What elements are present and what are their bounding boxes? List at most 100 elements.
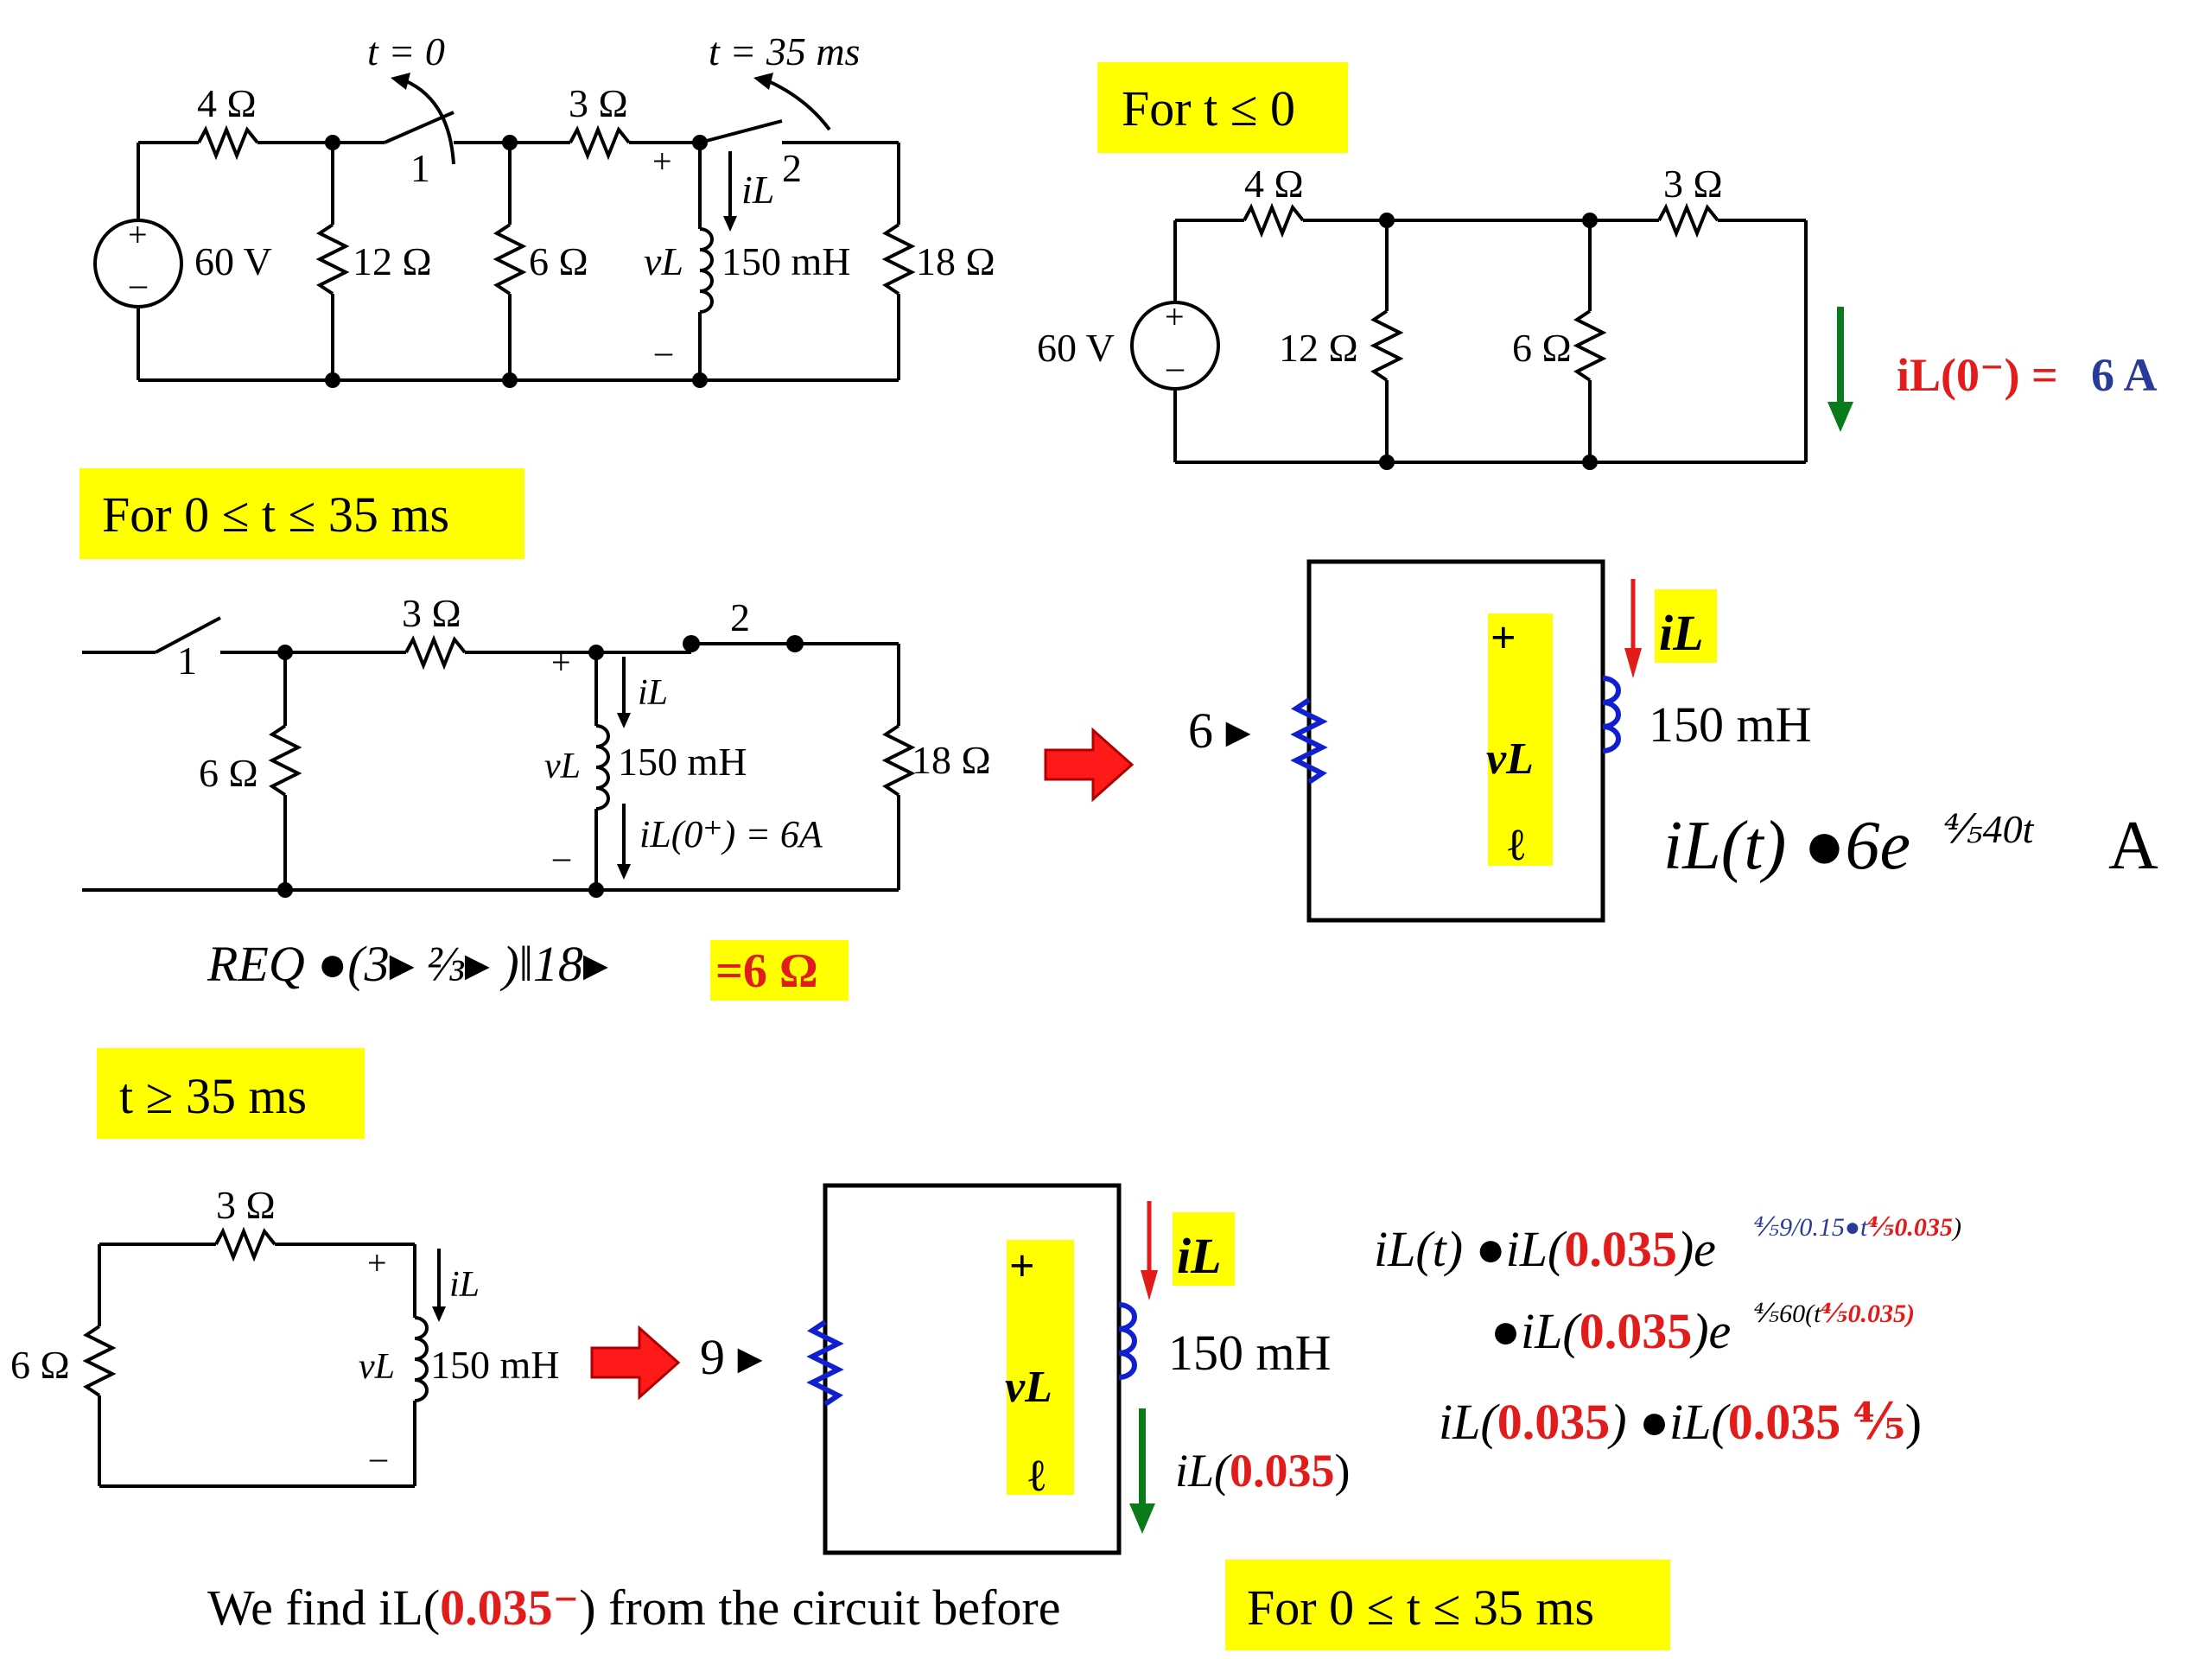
mid-heading: For 0 ≤ t ≤ 35 ms bbox=[102, 486, 449, 543]
r4-label: 4 Ω bbox=[197, 81, 257, 125]
late-rl-resistor-label: 9 ▸ bbox=[700, 1329, 763, 1385]
footer-text-post: ) from the circuit before bbox=[579, 1580, 1060, 1636]
mid-vL-label: vL bbox=[544, 747, 581, 786]
source-minus: – bbox=[129, 264, 148, 303]
late-arrow-label-pre: iL( bbox=[1175, 1445, 1232, 1497]
switch1-time-label: t = 0 bbox=[367, 29, 445, 73]
inductor-label: 150 mH bbox=[721, 239, 851, 283]
late-rl-circuit bbox=[823, 1183, 1122, 1555]
eq3-post: ) bbox=[1905, 1394, 1922, 1450]
mid-solution-exponent: ⅘40t bbox=[1944, 807, 2035, 851]
late-vL-box bbox=[1007, 1240, 1074, 1495]
late-arrow-label-post: ) bbox=[1335, 1445, 1351, 1497]
mid-solution: iL(t) ●6e bbox=[1663, 808, 1910, 884]
r18-label: 18 Ω bbox=[916, 239, 995, 283]
mid-iL-label: iL bbox=[638, 673, 668, 713]
late-iL-arrowhead bbox=[432, 1306, 446, 1322]
late-rl-current-arrow-red bbox=[1141, 1201, 1158, 1300]
mid-rl-circuit bbox=[1306, 559, 1605, 923]
late-heading-box bbox=[97, 1048, 365, 1139]
switch1-pos-label: 1 bbox=[410, 146, 430, 190]
mid-initial-label: iL(0⁺) = 6A bbox=[639, 813, 823, 855]
svg-text:iL(0.035): iL(0.035) bbox=[1175, 1445, 1351, 1497]
late-arrow-label: iL(0.035) bbox=[1175, 1445, 1351, 1497]
t-le-0-source-label: 60 V bbox=[1037, 326, 1115, 370]
equivalent-arrow-1 bbox=[1044, 727, 1135, 803]
mid-inductor-label: 150 mH bbox=[618, 740, 747, 784]
r3-label: 3 Ω bbox=[569, 81, 628, 125]
late-inductor-label: 150 mH bbox=[430, 1343, 560, 1387]
late-vL-plus: + bbox=[367, 1243, 387, 1282]
t-le-0-nodes bbox=[1379, 213, 1598, 470]
svg-text:●iL(0.035)e: ●iL(0.035)e bbox=[1491, 1303, 1731, 1359]
mid-vL-plus: + bbox=[551, 643, 571, 682]
late-rl-plus: + bbox=[1009, 1242, 1035, 1291]
req-result-box bbox=[710, 940, 849, 1001]
late-r3-label: 3 Ω bbox=[216, 1183, 276, 1227]
t-le-0-source-plus: + bbox=[1165, 297, 1185, 336]
mid-pos2-label: 2 bbox=[730, 595, 750, 639]
late-rl-resistor bbox=[806, 1319, 844, 1407]
eq3-pre: iL( bbox=[1439, 1394, 1500, 1450]
t-le-0-source-minus: – bbox=[1166, 347, 1185, 386]
t-le-0-heading-box bbox=[1097, 62, 1348, 153]
svg-text:iL(t) ●iL(0.035)e: iL(t) ●iL(0.035)e bbox=[1374, 1221, 1716, 1277]
mid-rl-minus: ℓ bbox=[1508, 821, 1525, 870]
equivalent-arrow-2 bbox=[590, 1325, 681, 1401]
mid-r18-label: 18 Ω bbox=[912, 738, 991, 782]
t-le-0-r3-label: 3 Ω bbox=[1663, 162, 1723, 206]
initial-current-label: iL(0⁻) = bbox=[1897, 349, 2058, 401]
eq3-val-b: 0.035 ⅘ bbox=[1728, 1394, 1905, 1450]
late-rl-iL: iL bbox=[1177, 1228, 1222, 1284]
mid-rl-iL-box bbox=[1655, 589, 1717, 663]
late-vL-minus: – bbox=[369, 1438, 388, 1477]
iL-label: iL bbox=[741, 168, 774, 212]
footer-text: We find iL(0.035⁻) from the circuit befo… bbox=[207, 1580, 1060, 1636]
late-rl-iL-box bbox=[1173, 1212, 1235, 1286]
late-iL-label: iL bbox=[449, 1265, 480, 1305]
late-rl-inductor-label: 150 mH bbox=[1168, 1325, 1332, 1381]
source-label: 60 V bbox=[194, 239, 272, 283]
mid-rl-iL: iL bbox=[1659, 605, 1704, 661]
r6-label: 6 Ω bbox=[529, 239, 588, 283]
late-rl-current-arrow-green bbox=[1129, 1408, 1155, 1534]
svg-text:⅘60(t⅘0.035): ⅘60(t⅘0.035) bbox=[1754, 1300, 1915, 1328]
req-result: =6 Ω bbox=[715, 944, 818, 998]
eq1-post: )e bbox=[1675, 1221, 1716, 1277]
t-le-0-r6-label: 6 Ω bbox=[1512, 326, 1572, 370]
t-le-0-r12-label: 12 Ω bbox=[1279, 326, 1358, 370]
mid-vL-box bbox=[1488, 613, 1553, 866]
eq1-pre: iL(t) ●iL( bbox=[1374, 1221, 1567, 1277]
late-arrow-label-val: 0.035 bbox=[1230, 1445, 1335, 1497]
t-le-0-current-arrow bbox=[1827, 307, 1853, 432]
late-rl-coil bbox=[1118, 1302, 1137, 1380]
mid-solution-unit: A bbox=[2108, 808, 2158, 884]
vL-minus: – bbox=[654, 332, 673, 371]
mid-rl-resistor-label: 6 ▸ bbox=[1188, 702, 1251, 759]
svg-text:⅘9/0.15●t⅘0.035): ⅘9/0.15●t⅘0.035) bbox=[1754, 1213, 1961, 1242]
eq2-post: )e bbox=[1689, 1303, 1731, 1359]
late-rl-vL: vL bbox=[1005, 1363, 1052, 1412]
mid-circuit bbox=[82, 616, 916, 892]
t-le-0-r4-label: 4 Ω bbox=[1244, 162, 1304, 206]
initial-current-value: 6 A bbox=[2091, 349, 2158, 401]
mid-nodes bbox=[277, 635, 804, 898]
mid-r3-label: 3 Ω bbox=[402, 591, 461, 635]
mid-r6-label: 6 Ω bbox=[199, 751, 258, 795]
mid-rl-coil bbox=[1602, 676, 1621, 753]
eq2-exp-a: ⅘60(t bbox=[1754, 1300, 1821, 1328]
late-vL-label: vL bbox=[359, 1347, 395, 1387]
mid-rl-current-arrow bbox=[1624, 579, 1642, 678]
late-equations: iL(t) ●iL(0.035)e ⅘9/0.15●t⅘0.035) ●iL(0… bbox=[1374, 1213, 1961, 1450]
mid-rl-resistor bbox=[1290, 697, 1328, 785]
vL-label: vL bbox=[644, 239, 683, 283]
late-circuit bbox=[82, 1226, 441, 1488]
mid-vL-minus: – bbox=[552, 837, 571, 876]
eq1-exp-a: ⅘9/0.15●t bbox=[1754, 1213, 1868, 1242]
mid-heading-box bbox=[79, 468, 524, 559]
footer-box bbox=[1225, 1560, 1670, 1650]
eq2-pre: ●iL( bbox=[1491, 1303, 1582, 1359]
source-plus: + bbox=[128, 215, 148, 254]
req-expression: REQ ●(3▸ ⅔▸ )‖18▸ bbox=[207, 936, 608, 992]
